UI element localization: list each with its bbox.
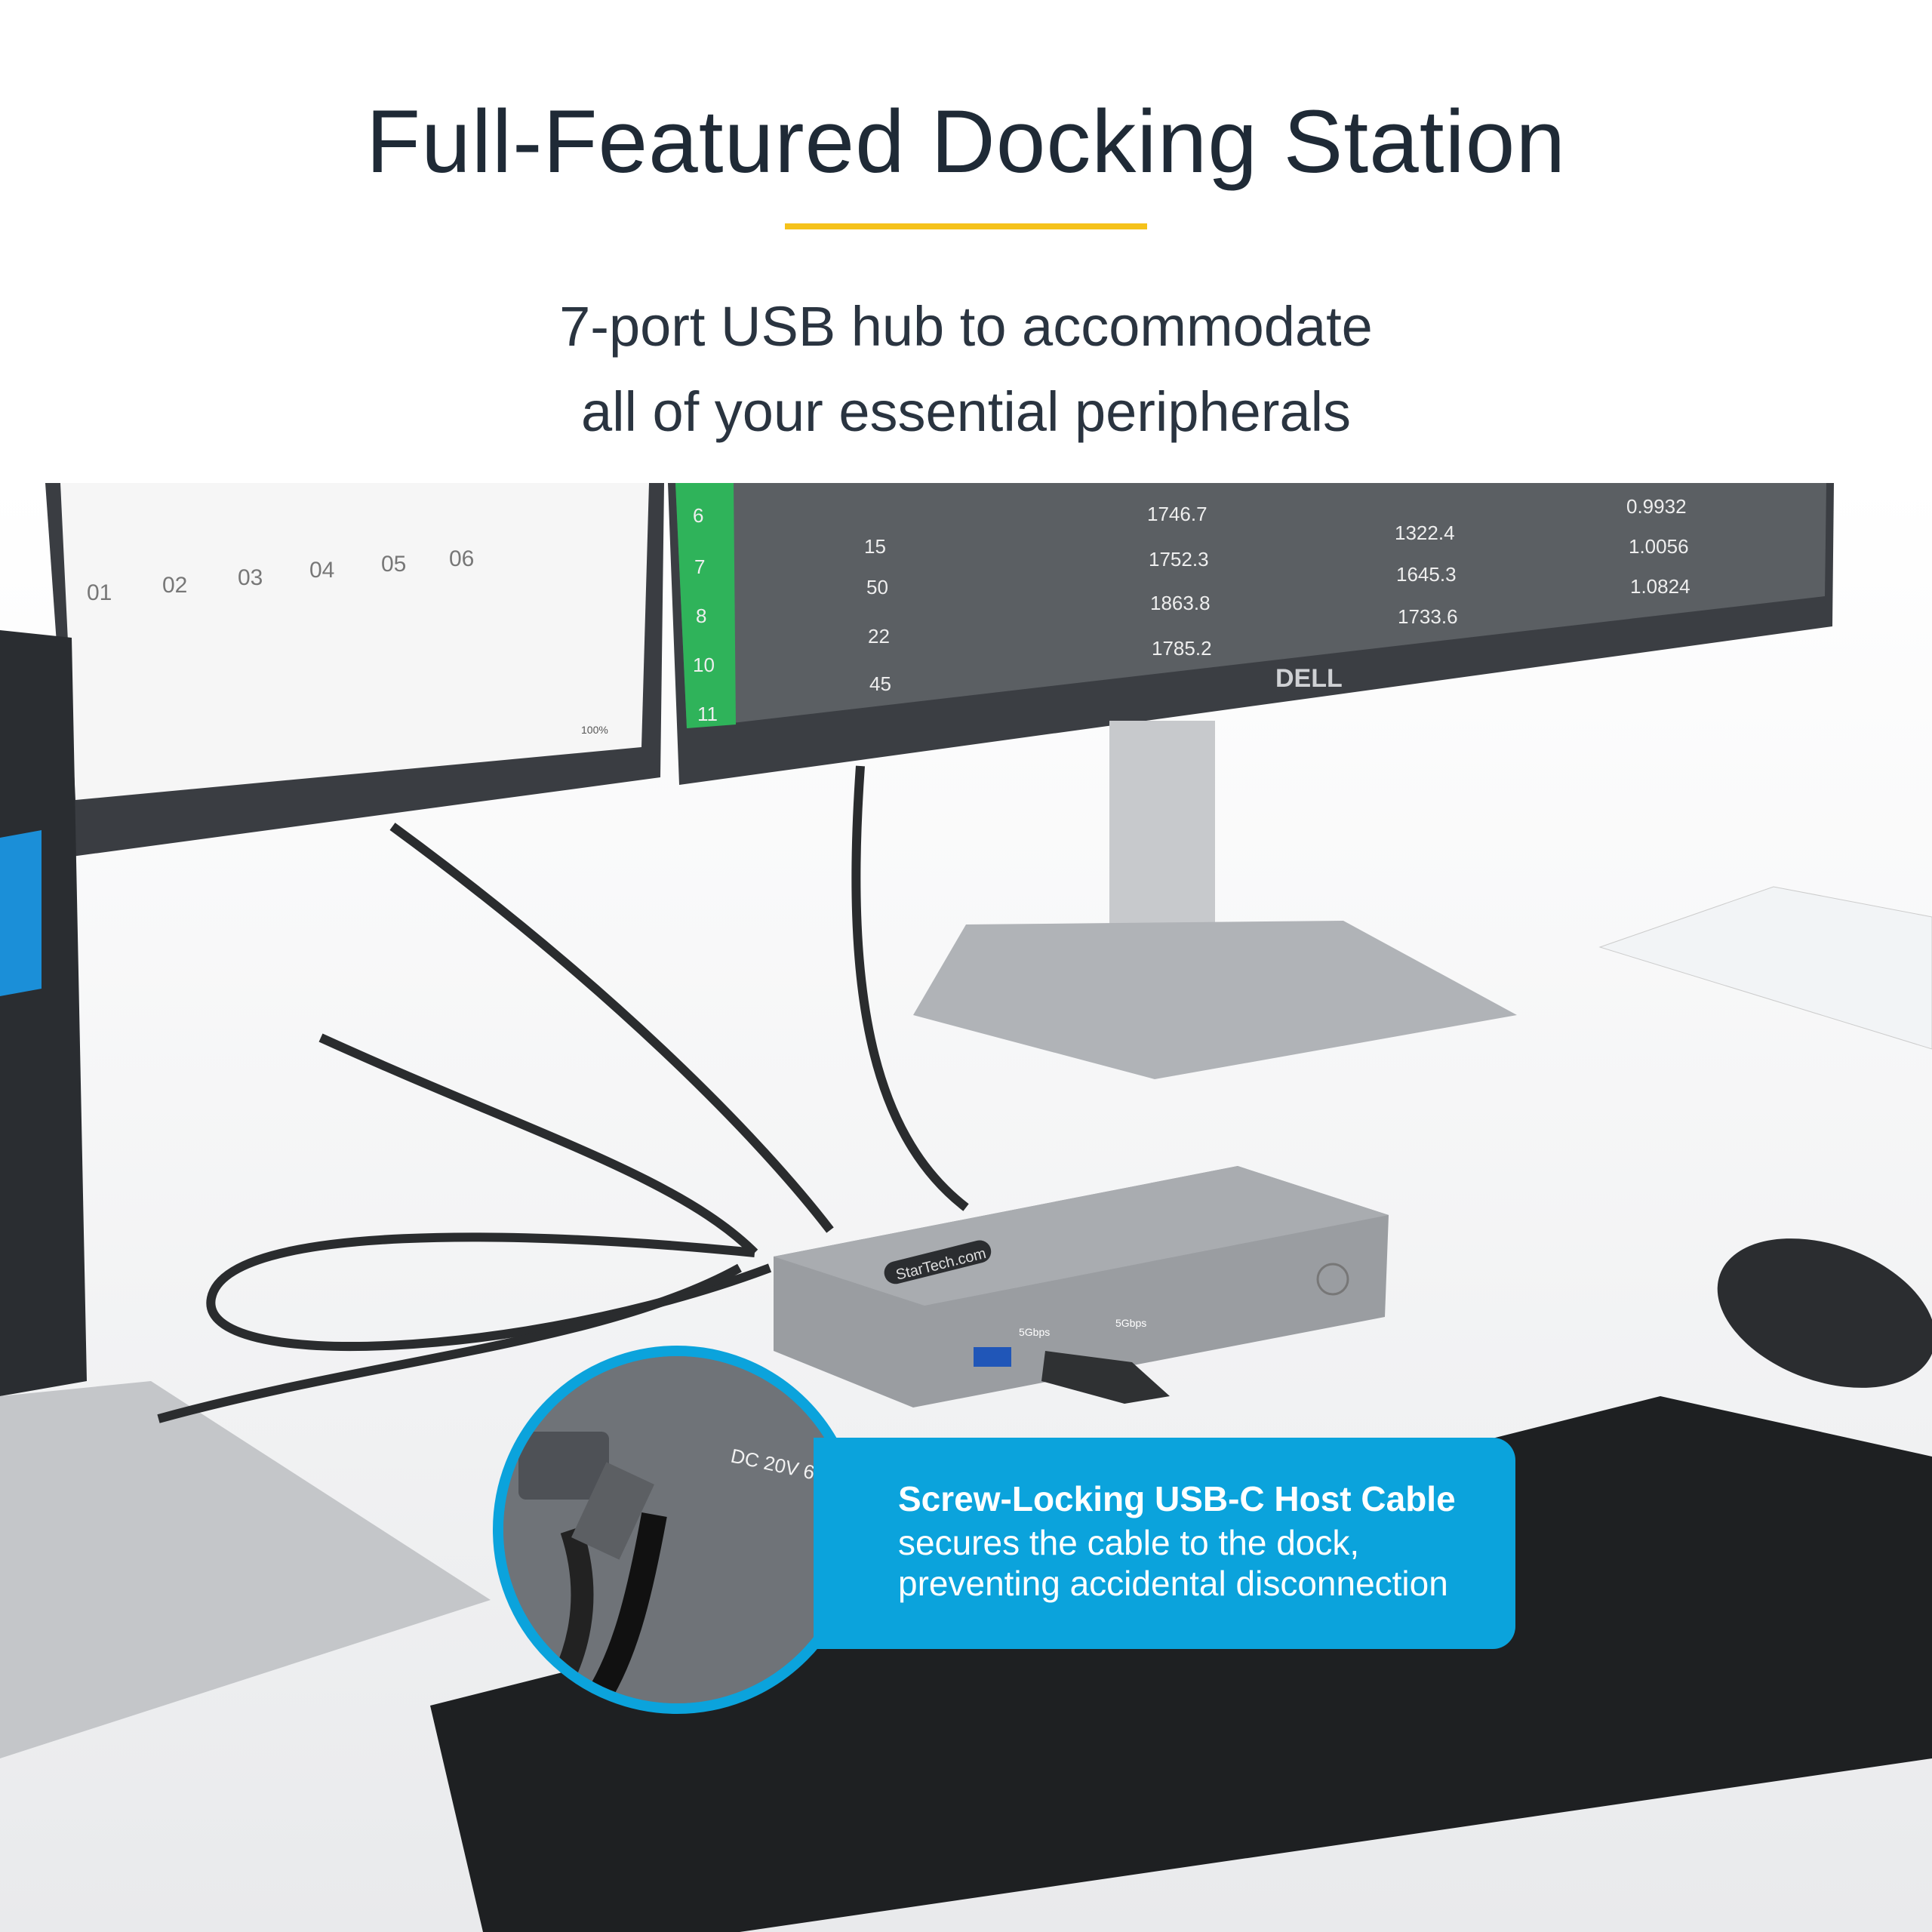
cell: 0.9932 — [1626, 495, 1687, 518]
port-speed-label: 5Gbps — [1115, 1317, 1146, 1329]
cell: 1645.3 — [1396, 563, 1457, 586]
row-number: 10 — [693, 654, 715, 676]
power-cable — [583, 1512, 667, 1703]
callout-heading: Screw-Locking USB-C Host Cable — [898, 1479, 1456, 1518]
chart-tick: 01 — [87, 580, 112, 605]
notepad — [1598, 886, 1932, 1050]
cell: 22 — [868, 625, 890, 648]
chart-tick: 06 — [449, 546, 474, 571]
keyboard — [430, 1396, 1932, 1932]
subtitle-line-2: all of your essential peripherals — [580, 380, 1352, 443]
product-photo: 01 02 03 04 05 06 100% 6 7 8 10 11 15 50… — [0, 483, 1932, 1932]
left-monitor: 01 02 03 04 05 06 100% — [45, 483, 664, 857]
cell: 1.0056 — [1629, 535, 1689, 558]
vga-port — [518, 1432, 609, 1500]
docking-station: StarTech.com 5Gbps 5Gbps — [774, 1166, 1389, 1407]
chart-tick: 03 — [238, 565, 263, 590]
monitor-stand — [1109, 721, 1215, 962]
cell: 1863.8 — [1150, 592, 1211, 614]
callout-line-2: preventing accidental disconnection — [898, 1564, 1448, 1603]
row-number: 7 — [694, 555, 705, 578]
cell: 50 — [866, 576, 888, 598]
row-number: 11 — [697, 703, 718, 725]
cell: 1752.3 — [1149, 548, 1209, 571]
subtitle-line-1: 7-port USB hub to accommodate — [559, 295, 1373, 358]
monitor-base — [913, 921, 1517, 1079]
cell: 1.0824 — [1630, 575, 1690, 598]
cell: 1785.2 — [1152, 637, 1212, 660]
cell: 1746.7 — [1147, 503, 1208, 525]
chart-tick: 04 — [309, 558, 334, 583]
cell: 15 — [864, 535, 886, 558]
cables — [157, 765, 969, 1423]
power-button-icon — [1316, 1263, 1349, 1296]
port-speed-label: 5Gbps — [1019, 1326, 1050, 1338]
mouse — [1717, 1238, 1932, 1388]
detail-inset: DC 20V 6.75A — [493, 1346, 861, 1714]
logo-badge — [884, 1240, 992, 1284]
page-title: Full-Featured Docking Station — [366, 92, 1566, 192]
cell: 1733.6 — [1398, 605, 1458, 628]
usb-a-port — [974, 1347, 1011, 1367]
zoom-level: 100% — [581, 724, 608, 736]
title-underline — [785, 223, 1147, 229]
chart-tick: 05 — [381, 552, 406, 577]
usb-drive — [1041, 1351, 1170, 1404]
callout-line-1: secures the cable to the dock, — [898, 1523, 1360, 1562]
row-number: 6 — [693, 504, 703, 527]
detail-inset-photo: DC 20V 6.75A — [503, 1356, 851, 1703]
feature-callout: Screw-Locking USB-C Host Cable secures t… — [814, 1438, 1515, 1649]
dell-logo: DELL — [1275, 664, 1343, 693]
chart-tick: 02 — [162, 573, 187, 598]
row-number: 8 — [696, 605, 706, 627]
cell: 45 — [869, 672, 891, 695]
cell: 1322.4 — [1395, 521, 1455, 544]
laptop — [0, 630, 491, 1758]
right-monitor: 6 7 8 10 11 15 50 22 45 1746.7 1752.3 18… — [668, 483, 1834, 1079]
screw-lock-connector — [571, 1462, 654, 1560]
